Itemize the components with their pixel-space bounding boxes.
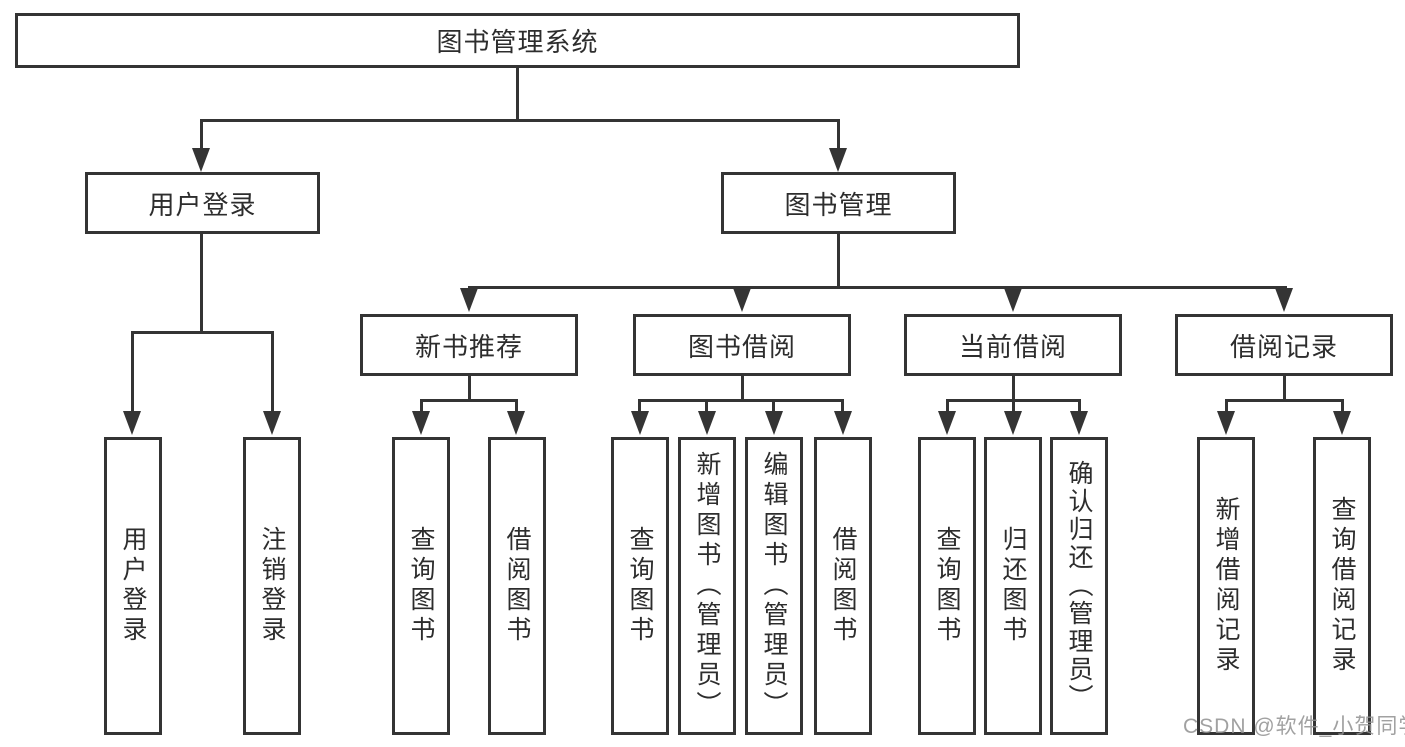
node-borrow-records: 借阅记录	[1175, 314, 1393, 376]
connector-userlogin-stem	[200, 234, 203, 334]
connector-records-drop	[1225, 399, 1228, 413]
arrow-down-icon	[1333, 411, 1351, 435]
connector-mgmt-stem	[837, 234, 840, 289]
csdn-watermark: CSDN @软件_小贺同学	[1183, 715, 1405, 738]
arrow-down-icon	[1275, 288, 1293, 312]
connector-newbook-rail	[420, 399, 518, 402]
connector-borrow-drop	[772, 399, 775, 413]
connector-current-drop	[1012, 399, 1015, 413]
node-library-management-system: 图书管理系统	[15, 13, 1020, 68]
leaf-records-add-borrow-record: 新增借阅记录	[1197, 437, 1255, 735]
connector-borrow-drop	[705, 399, 708, 413]
arrow-down-icon	[1004, 288, 1022, 312]
connector-records-stem	[1283, 376, 1286, 402]
connector-records-drop	[1341, 399, 1344, 413]
leaf-newbook-borrow-books: 借阅图书	[488, 437, 546, 735]
connector-records-rail	[1225, 399, 1343, 402]
leaf-current-return-books: 归还图书	[984, 437, 1042, 735]
node-new-book-recommend: 新书推荐	[360, 314, 578, 376]
arrow-down-icon	[263, 411, 281, 435]
arrow-down-icon	[765, 411, 783, 435]
leaf-records-query-borrow-record: 查询借阅记录	[1313, 437, 1371, 735]
leaf-borrow-add-books-admin: 新增图书（管理员）	[678, 437, 736, 735]
connector-current-drop	[1078, 399, 1081, 413]
connector-borrow-rail	[639, 399, 844, 402]
connector-newbook-stem	[468, 376, 471, 402]
arrow-down-icon	[938, 411, 956, 435]
arrow-down-icon	[460, 288, 478, 312]
node-current-borrowing: 当前借阅	[904, 314, 1122, 376]
arrow-down-icon	[834, 411, 852, 435]
connector-userlogin-right-drop	[271, 331, 274, 412]
leaf-current-query-books: 查询图书	[918, 437, 976, 735]
connector-mgmt-rail	[468, 286, 1287, 289]
leaf-newbook-query-books: 查询图书	[392, 437, 450, 735]
arrow-down-icon	[192, 148, 210, 172]
node-user-login: 用户登录	[85, 172, 320, 234]
connector-userlogin-left-drop	[131, 331, 134, 412]
connector-root-stem	[516, 68, 519, 120]
leaf-borrow-edit-books-admin: 编辑图书（管理员）	[745, 437, 803, 735]
arrow-down-icon	[631, 411, 649, 435]
connector-borrow-stem	[741, 376, 744, 402]
leaf-current-confirm-return-admin: 确认归还（管理员）	[1050, 437, 1108, 735]
connector-borrow-drop	[638, 399, 641, 413]
arrow-down-icon	[507, 411, 525, 435]
arrow-down-icon	[733, 288, 751, 312]
connector-newbook-drop	[515, 399, 518, 413]
connector-current-drop	[946, 399, 949, 413]
arrow-down-icon	[698, 411, 716, 435]
arrow-down-icon	[412, 411, 430, 435]
connector-newbook-drop	[420, 399, 423, 413]
connector-root-rail	[200, 119, 840, 122]
arrow-down-icon	[829, 148, 847, 172]
arrow-down-icon	[1217, 411, 1235, 435]
node-book-management: 图书管理	[721, 172, 956, 234]
arrow-down-icon	[1004, 411, 1022, 435]
leaf-borrow-query-books: 查询图书	[611, 437, 669, 735]
connector-current-stem	[1012, 376, 1015, 402]
leaf-logout-login: 注销登录	[243, 437, 301, 735]
connector-borrow-drop	[841, 399, 844, 413]
connector-root-left-drop	[200, 119, 203, 150]
arrow-down-icon	[1070, 411, 1088, 435]
leaf-user-login: 用户登录	[104, 437, 162, 735]
connector-root-right-drop	[837, 119, 840, 150]
connector-userlogin-rail	[131, 331, 274, 334]
leaf-borrow-borrow-books: 借阅图书	[814, 437, 872, 735]
node-book-borrowing: 图书借阅	[633, 314, 851, 376]
arrow-down-icon	[123, 411, 141, 435]
